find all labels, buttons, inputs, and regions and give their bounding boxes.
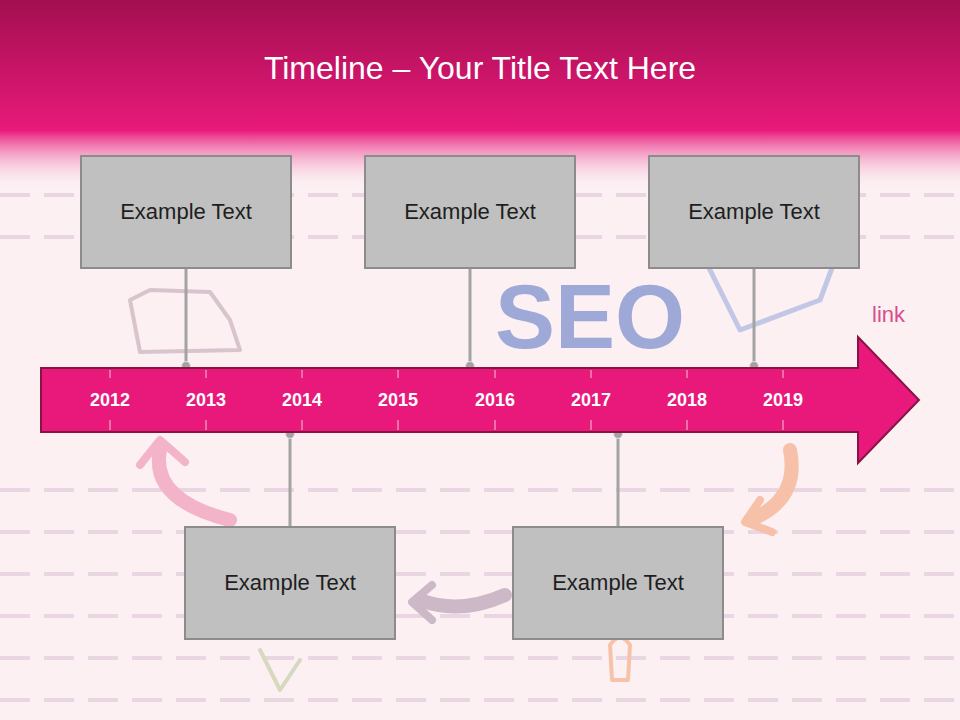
year-tick [783, 420, 784, 430]
cycle-arrow [159, 450, 230, 520]
year-label: 2019 [763, 389, 803, 411]
cycle-arrow-head [412, 585, 432, 620]
leader-group [614, 430, 623, 527]
leader-line [289, 432, 292, 526]
leader-line [753, 269, 756, 368]
year-tick [206, 420, 207, 430]
year-label: 2018 [667, 389, 707, 411]
event-text: Example Text [552, 569, 684, 597]
arrow-body [41, 337, 919, 463]
leader-line [617, 432, 620, 526]
year-label: 2013 [186, 389, 226, 411]
header-band [0, 0, 960, 130]
year-tick [398, 420, 399, 430]
notebook-line [0, 614, 960, 618]
event-text: Example Text [120, 198, 252, 226]
notebook-line [0, 698, 960, 702]
event-box: Example Text [80, 155, 292, 269]
year-tick [398, 370, 399, 378]
event-box: Example Text [512, 526, 724, 640]
leader-line [469, 269, 472, 368]
year-label: 2016 [475, 389, 515, 411]
slide-title: Timeline – Your Title Text Here [0, 40, 960, 96]
notebook-line [0, 656, 960, 660]
illustration-lettering: SEO [495, 272, 685, 362]
year-tick [687, 420, 688, 430]
event-box: Example Text [648, 155, 860, 269]
year-tick [302, 420, 303, 430]
event-text: Example Text [404, 198, 536, 226]
year-tick [591, 420, 592, 430]
illustration-word: link [872, 304, 905, 326]
notebook-lines [0, 195, 960, 700]
lightbulb-sketch [610, 638, 630, 681]
leader-group [182, 269, 191, 371]
event-box: Example Text [184, 526, 396, 640]
notebook-line [0, 530, 960, 534]
year-label: 2017 [571, 389, 611, 411]
notebook-line [0, 572, 960, 576]
leader-line [185, 269, 188, 368]
event-box: Example Text [364, 155, 576, 269]
cycle-arrow-head [745, 500, 772, 532]
year-tick [110, 420, 111, 430]
event-text: Example Text [688, 198, 820, 226]
leader-group [286, 430, 295, 527]
cycle-arrow [420, 595, 505, 606]
year-tick [495, 370, 496, 378]
event-text: Example Text [224, 569, 356, 597]
leader-group [466, 269, 475, 371]
leader-group [750, 269, 759, 371]
year-tick [591, 370, 592, 378]
year-tick [783, 370, 784, 378]
year-tick [495, 420, 496, 430]
year-label: 2014 [282, 389, 322, 411]
year-tick [206, 370, 207, 378]
cycle-arrow-head [140, 440, 185, 465]
year-label: 2012 [90, 389, 130, 411]
year-tick [110, 370, 111, 378]
check-sketch [260, 650, 300, 690]
year-label: 2015 [378, 389, 418, 411]
timeline-arrow: 2012 2013 2014 2015 2016 2017 2018 2019 [40, 336, 920, 464]
notebook-line [0, 488, 960, 492]
year-tick [687, 370, 688, 378]
seo-illustration [130, 200, 850, 690]
year-tick [302, 370, 303, 378]
